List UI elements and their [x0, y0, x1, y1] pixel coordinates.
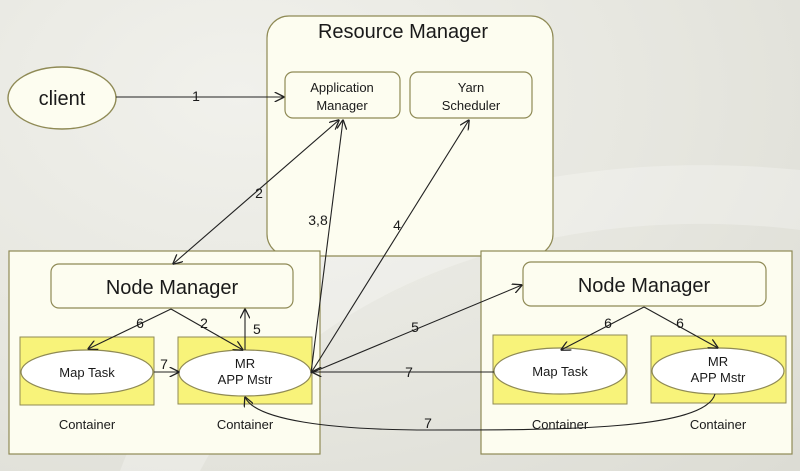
application-manager-label-line1: Application — [310, 80, 374, 95]
client-node[interactable]: client — [7, 66, 117, 130]
edges: 1 2 3,8 4 6 2 5 7 5 7 6 6 7 — [88, 88, 718, 431]
edge-label-2-left: 2 — [200, 315, 208, 331]
edge-right-mr-to-left-mr[interactable] — [245, 393, 716, 431]
edge-label-4: 4 — [393, 217, 401, 233]
edge-label-7-left: 7 — [160, 356, 168, 372]
left-node-manager-label: Node Manager — [106, 277, 239, 299]
edge-mr-to-scheduler[interactable] — [310, 120, 469, 374]
left-node[interactable]: Node Manager Map Task MR APP Mstr Contai… — [8, 250, 321, 455]
edge-appmgr-leftnm[interactable] — [173, 120, 339, 264]
edge-label-6-right-a: 6 — [604, 315, 612, 331]
yarn-scheduler-label-line1: Yarn — [458, 80, 485, 95]
right-node[interactable]: Node Manager Map Task MR APP Mstr Contai… — [480, 250, 793, 455]
edge-label-5-right: 5 — [411, 319, 419, 335]
right-node-manager-label: Node Manager — [578, 275, 711, 297]
client-label: client — [39, 88, 86, 110]
edge-mr-to-rightnm[interactable] — [310, 285, 522, 374]
yarn-scheduler-box[interactable] — [409, 71, 533, 119]
left-container-label-1: Container — [59, 417, 116, 432]
edge-label-7-bottom: 7 — [424, 415, 432, 431]
edge-label-6-right-b: 6 — [676, 315, 684, 331]
left-map-task-label: Map Task — [59, 365, 115, 380]
edge-label-5-left: 5 — [253, 321, 261, 337]
right-mr-label-line2: APP Mstr — [691, 370, 746, 385]
yarn-scheduler-label-line2: Scheduler — [442, 98, 501, 113]
resource-manager-title: Resource Manager — [318, 21, 488, 43]
edge-leftnm-to-maptask[interactable] — [88, 308, 172, 349]
edge-leftnm-to-mr[interactable] — [170, 308, 243, 350]
edge-label-3-8: 3,8 — [308, 212, 328, 228]
edge-rightnm-to-mr[interactable] — [643, 306, 718, 348]
edge-label-2-top: 2 — [255, 185, 263, 201]
left-container-label-2: Container — [217, 417, 274, 432]
right-container-label-2: Container — [690, 417, 747, 432]
edge-label-7-middle: 7 — [405, 364, 413, 380]
yarn-scheduler[interactable]: Yarn Scheduler — [409, 71, 533, 119]
edge-mr-to-appmgr[interactable] — [310, 120, 343, 374]
right-container-label-1: Container — [532, 417, 589, 432]
client-ellipse[interactable] — [7, 66, 117, 130]
edge-rightnm-to-maptask[interactable] — [561, 306, 645, 350]
right-map-task-label: Map Task — [532, 364, 588, 379]
application-manager-box[interactable] — [284, 71, 401, 119]
right-mr-label-line1: MR — [708, 354, 728, 369]
left-mr-label-line2: APP Mstr — [218, 372, 273, 387]
edge-label-6-left-a: 6 — [136, 315, 144, 331]
edge-label-1: 1 — [192, 88, 200, 104]
application-manager-label-line2: Manager — [316, 98, 368, 113]
left-mr-label-line1: MR — [235, 356, 255, 371]
application-manager[interactable]: Application Manager — [284, 71, 401, 119]
